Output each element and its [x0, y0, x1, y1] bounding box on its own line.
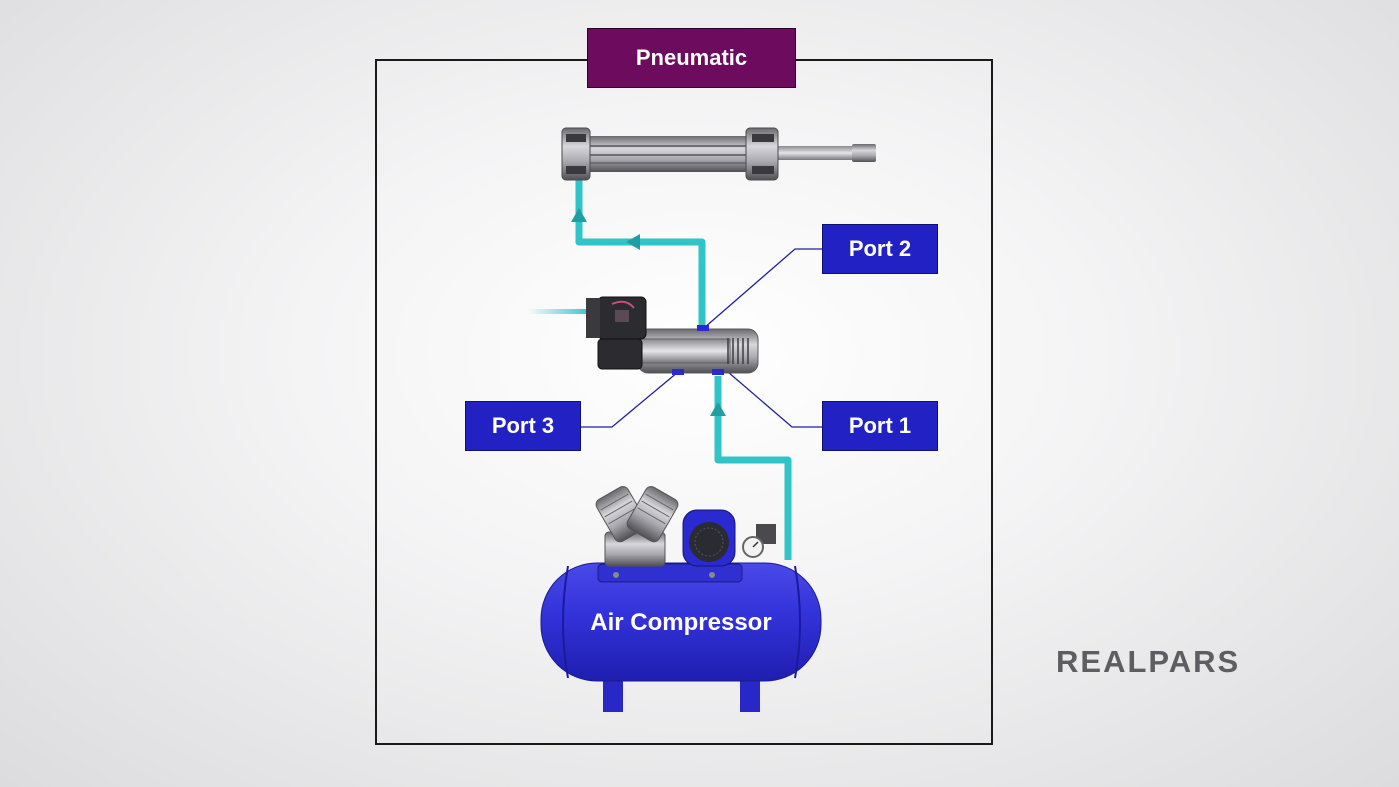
leader-port1 — [727, 371, 822, 428]
compressor-tank — [540, 562, 822, 682]
flow-arrow-icon — [626, 234, 640, 250]
cylinder-rod — [775, 146, 857, 160]
port-3-marker — [672, 369, 684, 375]
pneumatic-cylinder — [561, 127, 876, 181]
pilot-signal-line — [528, 309, 592, 314]
port-1-marker — [712, 369, 724, 375]
port-3-label: Port 3 — [465, 401, 581, 451]
solenoid-valve — [586, 296, 759, 375]
rod-end — [852, 144, 876, 162]
leader-port3 — [581, 371, 679, 428]
diagram-title: Pneumatic — [587, 28, 796, 88]
pressure-switch — [756, 524, 776, 544]
port-2-label: Port 2 — [822, 224, 938, 274]
air-line-port2-to-cylinder — [575, 170, 706, 326]
valve-spring — [727, 338, 749, 364]
flow-arrow-icon — [571, 208, 587, 222]
port-2-marker — [697, 325, 709, 331]
air-flow-lines — [528, 170, 792, 560]
leader-lines — [581, 248, 822, 428]
air-compressor — [540, 486, 822, 712]
tank-mount-plate — [597, 563, 743, 583]
leader-port2 — [703, 248, 822, 329]
air-compressor-label: Air Compressor — [590, 609, 772, 636]
realpars-logo: REALPARS — [1056, 644, 1241, 679]
flow-arrow-icon — [710, 402, 726, 416]
solenoid-actuator — [597, 338, 643, 370]
port-1-label: Port 1 — [822, 401, 938, 451]
air-line-compressor-to-port1 — [714, 376, 792, 560]
compressor-cylinder-right — [626, 486, 679, 543]
